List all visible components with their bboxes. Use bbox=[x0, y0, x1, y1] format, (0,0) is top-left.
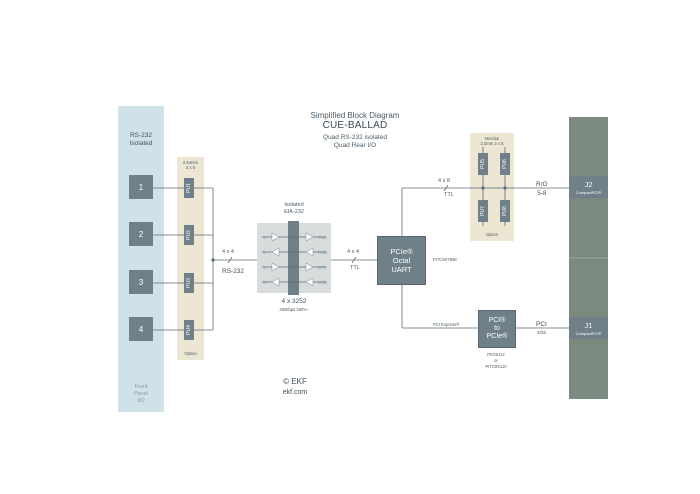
isolator-part: 4 x 3252 bbox=[281, 298, 307, 305]
isolator-signal-left-4: B bbox=[263, 280, 266, 285]
isolator-signal-right-3: DTR bbox=[318, 265, 327, 270]
jumper-pu6: PU6 bbox=[500, 153, 510, 175]
front-panel-strip bbox=[118, 106, 164, 412]
uart-chip: PCIe® Octal UART bbox=[377, 236, 426, 285]
front-panel-footer: Front Panel I/O bbox=[133, 384, 149, 404]
bus-left-count: 4 x 4 bbox=[222, 249, 234, 255]
site-link: ekf.com bbox=[282, 389, 308, 396]
jumper-rear-header: Mezi4& 2.0mm 2 x 5 bbox=[480, 136, 504, 146]
connector-j2: J2 CompactPCI® bbox=[569, 176, 608, 198]
jumper-pu7: PU7 bbox=[478, 200, 488, 222]
bus-top-count: 4 x 8 bbox=[438, 178, 450, 184]
port-4: 4 bbox=[129, 317, 153, 341]
isolator-signal-left-3: 1 bbox=[263, 265, 266, 270]
rear-io-label: R/O 5-8 bbox=[536, 181, 548, 197]
isolator-spec: 460kbps 250V~ bbox=[279, 307, 309, 312]
diagram-desc-1: Quad RS-232 isolated bbox=[323, 134, 387, 141]
jumper-pitch-left: 2.54mm 2 x 5 bbox=[182, 160, 199, 170]
jumper-pu1: PU1 bbox=[184, 178, 194, 198]
isolator-signal-left-2: 1 bbox=[263, 250, 266, 255]
pci-label: PCI 32bit bbox=[536, 321, 547, 335]
isolator-signal-right-2: RXD bbox=[318, 250, 327, 255]
isolator-barrier bbox=[288, 221, 299, 295]
jumper-pu3: PU3 bbox=[184, 273, 194, 293]
diagram-title: CUE-BALLAD bbox=[322, 120, 388, 131]
copyright: © EKF bbox=[283, 377, 307, 386]
jumper-option-rear: Option bbox=[485, 232, 499, 237]
bridge-chip: PCI® to PCIe® bbox=[478, 310, 516, 348]
pcie-link-label: PCI Express® bbox=[433, 322, 460, 327]
uart-part: PI7C9X7958 bbox=[433, 257, 457, 262]
bus-top-name: TTL bbox=[444, 192, 454, 198]
diagram-desc-2: Quad Rear I/O bbox=[333, 142, 377, 149]
rear-option-strip bbox=[470, 133, 514, 241]
isolator-signal-right-1: TXD bbox=[318, 235, 327, 240]
diagram-subtitle: Simplified Block Diagram bbox=[310, 111, 400, 120]
bridge-part: PEX8112 or PI7C9X110 bbox=[485, 352, 507, 369]
isolator-signal-right-4: DCD bbox=[318, 280, 328, 285]
bus-left-name: RS-232 bbox=[222, 268, 245, 275]
jumper-option-left: Option bbox=[184, 351, 197, 356]
connector-j1: J1 CompactPCI® bbox=[569, 317, 608, 339]
bus-mid-count: 4 x 4 bbox=[347, 249, 359, 255]
isolator-signal-left-1: 1 bbox=[263, 235, 266, 240]
bus-mid-name: TTL bbox=[350, 265, 360, 271]
jumper-pu8: PU8 bbox=[500, 200, 510, 222]
front-panel-header: RS-232 Isolated bbox=[129, 132, 153, 147]
isolator-header: Isolated EIA-232 bbox=[284, 202, 304, 215]
port-1: 1 bbox=[129, 175, 153, 199]
jumper-pu5: PU5 bbox=[478, 153, 488, 175]
port-3: 3 bbox=[129, 270, 153, 294]
port-2: 2 bbox=[129, 222, 153, 246]
jumper-pu2: PU2 bbox=[184, 225, 194, 245]
jumper-pu4: PU4 bbox=[184, 320, 194, 340]
